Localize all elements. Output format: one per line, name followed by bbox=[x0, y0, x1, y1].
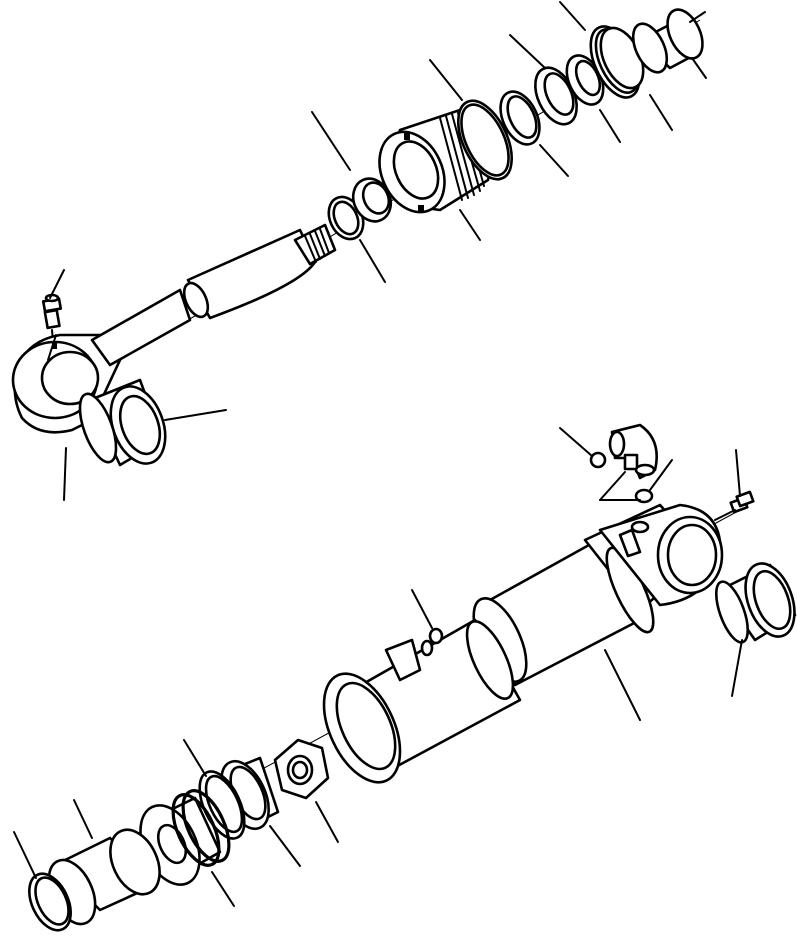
callout-line bbox=[731, 639, 743, 697]
callouts-upper bbox=[49, 1, 707, 501]
cylinder-tube bbox=[472, 503, 724, 687]
end-ring-lower bbox=[28, 872, 72, 932]
callout-line bbox=[649, 459, 673, 491]
callout-line bbox=[183, 739, 207, 777]
elbow-fitting bbox=[608, 423, 658, 480]
callout-line bbox=[559, 427, 593, 457]
callout-line bbox=[509, 34, 546, 69]
callout-line bbox=[689, 11, 706, 23]
piston-rod bbox=[90, 223, 337, 367]
callout-line bbox=[599, 471, 626, 501]
callout-line bbox=[604, 649, 641, 721]
backup-ring-upper bbox=[499, 90, 541, 146]
bushing-upper bbox=[78, 378, 167, 467]
callout-line bbox=[211, 871, 235, 907]
callout-line bbox=[315, 801, 339, 843]
callouts-lower bbox=[13, 427, 743, 907]
wiper-ring bbox=[565, 54, 605, 106]
rod-seal-upper bbox=[351, 177, 393, 223]
callout-line bbox=[164, 409, 227, 421]
callout-line bbox=[269, 825, 301, 867]
bushing-lower bbox=[714, 562, 797, 644]
o-ring-cap-port bbox=[428, 627, 444, 645]
callout-line bbox=[13, 831, 37, 879]
grease-fitting-upper bbox=[41, 293, 63, 356]
callout-line bbox=[649, 94, 673, 131]
collar-upper bbox=[631, 8, 704, 74]
callout-line bbox=[359, 239, 386, 283]
collar-lower bbox=[47, 828, 161, 926]
callout-line bbox=[311, 111, 351, 171]
callout-line bbox=[559, 1, 586, 31]
cylinder-cap bbox=[322, 618, 522, 784]
callout-line bbox=[691, 57, 707, 79]
callout-line bbox=[429, 59, 463, 101]
callout-line bbox=[539, 144, 569, 177]
piston-seal-grooves bbox=[171, 789, 231, 867]
callout-line bbox=[735, 449, 741, 497]
callout-line bbox=[411, 589, 433, 629]
callout-line bbox=[49, 269, 65, 299]
o-ring-upper bbox=[457, 99, 513, 181]
callout-line bbox=[599, 109, 621, 143]
callout-line bbox=[63, 447, 67, 501]
nut bbox=[273, 738, 330, 800]
callout-line bbox=[73, 799, 93, 839]
grease-fitting-lower bbox=[714, 490, 755, 521]
callout-line bbox=[459, 209, 481, 241]
o-ring-elbow-a bbox=[589, 451, 607, 469]
cap-port-fitting bbox=[384, 627, 444, 682]
rod-thread bbox=[304, 228, 330, 263]
